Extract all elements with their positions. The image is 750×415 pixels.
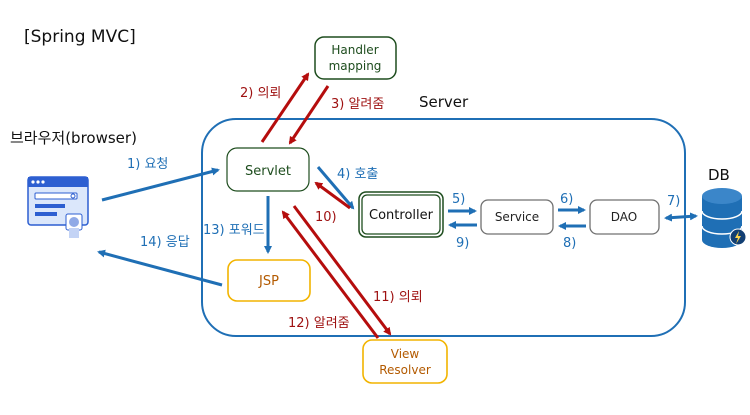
- step-9-label: 9): [456, 236, 469, 251]
- view-resolver-line1: View: [391, 347, 420, 361]
- step-7-label: 7): [667, 194, 680, 209]
- step-8-label: 8): [563, 236, 576, 251]
- browser-icon: [27, 176, 89, 238]
- servlet-node: Servlet: [226, 147, 310, 192]
- arrow-step-14: [97, 249, 223, 287]
- jsp-node: JSP: [227, 259, 311, 302]
- dao-label: DAO: [611, 210, 637, 224]
- jsp-label: JSP: [258, 274, 279, 289]
- handler-mapping-line2: mapping: [329, 59, 382, 73]
- db-label: DB: [708, 166, 730, 184]
- arrow-step-1: [101, 167, 220, 202]
- server-container: [201, 118, 686, 337]
- view-resolver-line2: Resolver: [379, 363, 431, 377]
- step-10-label: 10): [315, 210, 337, 225]
- dao-node: DAO: [589, 199, 660, 235]
- arrow-step-3: [288, 85, 330, 145]
- arrow-step-7: [664, 212, 698, 222]
- controller-label: Controller: [369, 208, 434, 223]
- handler-mapping-node: Handler mapping: [314, 36, 397, 80]
- arrow-step-2: [260, 72, 310, 143]
- servlet-label: Servlet: [245, 164, 291, 179]
- step-14-label: 14) 응답: [140, 235, 190, 250]
- step-2-label: 2) 의뢰: [240, 86, 281, 101]
- step-4-label: 4) 호출: [337, 167, 378, 182]
- service-label: Service: [495, 210, 539, 224]
- database-icon: [701, 188, 747, 248]
- browser-label: 브라우저(browser): [10, 129, 137, 147]
- step-5-label: 5): [452, 192, 465, 207]
- arrow-step-10: [314, 181, 351, 210]
- step-1-label: 1) 요청: [127, 157, 168, 172]
- server-label: Server: [419, 93, 469, 111]
- step-3-label: 3) 알려줌: [331, 97, 384, 112]
- handler-mapping-line1: Handler: [331, 43, 378, 57]
- diagram-title: [Spring MVC]: [24, 27, 136, 47]
- arrow-step-12: [281, 210, 380, 339]
- arrow-step-4: [316, 166, 355, 210]
- arrow-step-11: [292, 205, 392, 336]
- service-node: Service: [480, 199, 554, 235]
- step-6-label: 6): [560, 192, 573, 207]
- view-resolver-node: View Resolver: [362, 339, 448, 384]
- step-13-label: 13) 포워드: [203, 223, 265, 238]
- controller-node: Controller: [358, 191, 444, 238]
- step-11-label: 11) 의뢰: [373, 290, 423, 305]
- step-12-label: 12) 알려줌: [288, 316, 350, 331]
